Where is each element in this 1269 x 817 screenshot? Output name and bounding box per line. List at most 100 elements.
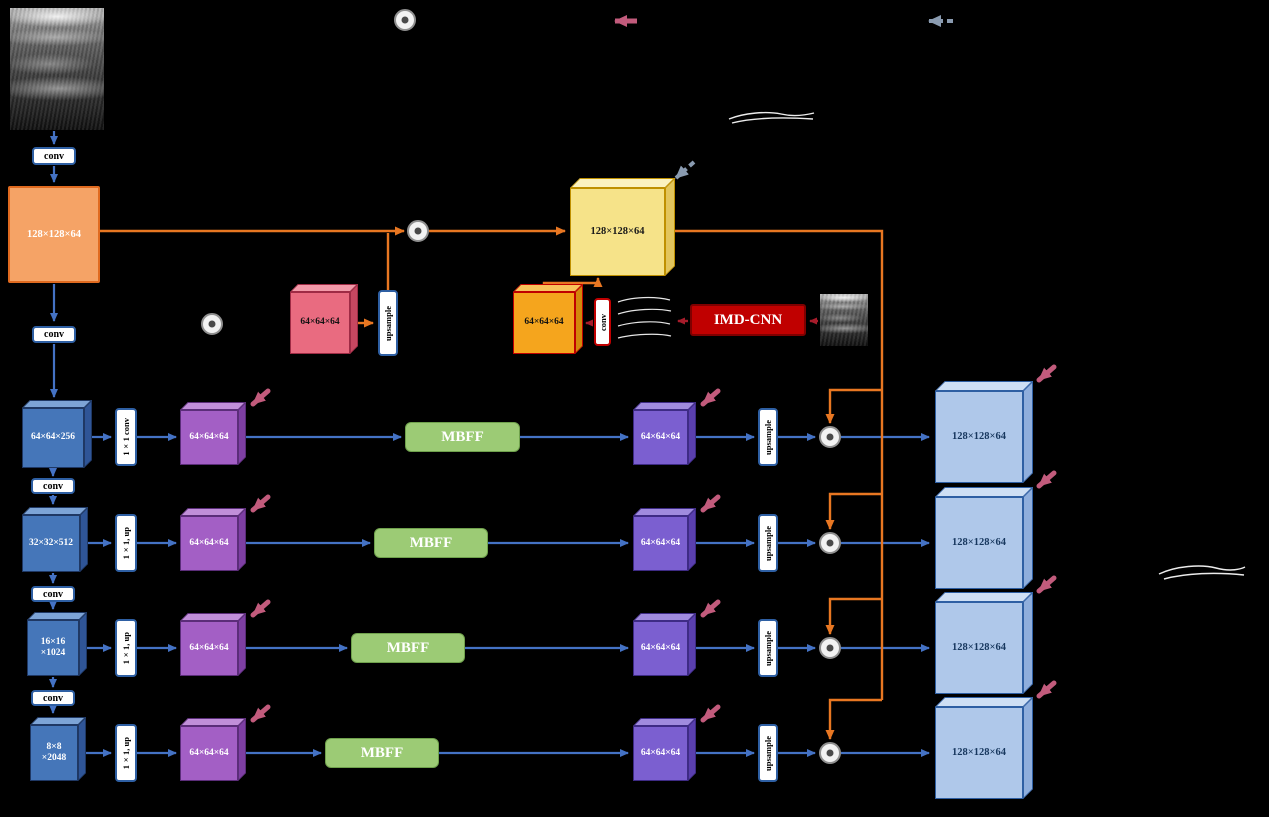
row2-feature-out-top-face <box>633 508 696 516</box>
boundary-sketch-right <box>1156 556 1248 588</box>
legend-concat-icon <box>394 9 416 31</box>
encoder-stage4-label: 8×8 ×2048 <box>30 725 78 781</box>
edge-maps-sketch-svg <box>617 296 672 339</box>
row3-upsample-box: upsample <box>758 619 778 677</box>
skip-feature-block: 64×64×64 <box>290 284 358 354</box>
row3-decoder-label: 128×128×64 <box>935 602 1023 694</box>
row2-feature-out-block: 64×64×64 <box>633 508 696 571</box>
row3-decoder-top-face <box>935 592 1033 602</box>
row4-feature-in-label: 64×64×64 <box>180 726 238 781</box>
boundary-input-ultrasound-image <box>820 294 868 346</box>
imd-cnn-label: IMD-CNN <box>713 311 783 328</box>
row1-adapter-label: 1×1 conv <box>121 418 131 456</box>
row4-concat-node <box>819 742 841 764</box>
row2-upsample-box: upsample <box>758 514 778 572</box>
row1-mbff-block: MBFF <box>405 422 520 452</box>
encoder-stage1-top-face <box>22 400 92 408</box>
encoder-stage3-top-face <box>27 612 87 620</box>
boundary-sketch-top-svg <box>728 111 815 124</box>
row3-feature-in-side-face <box>238 613 246 676</box>
row1-feature-out-label: 64×64×64 <box>633 410 688 465</box>
row2-mbff-block: MBFF <box>374 528 488 558</box>
row4-adapter-box: 1×1, up <box>115 724 137 782</box>
row3-adapter-box: 1×1, up <box>115 619 137 677</box>
skip-feature-top-face <box>290 284 358 292</box>
fused-feature-label: 128×128×64 <box>570 188 665 276</box>
row-flow-arrows <box>86 433 930 757</box>
row4-feature-in-block: 64×64×64 <box>180 718 246 781</box>
encoder-stage2-block: 32×32×512 <box>22 507 88 572</box>
row2-feature-in-label: 64×64×64 <box>180 516 238 571</box>
encoder-stage3-block: 16×16 ×1024 <box>27 612 87 676</box>
fused-feature-top-face <box>570 178 675 188</box>
encoder-stage1-side-face <box>84 400 92 468</box>
mid-concat-icon <box>201 313 223 335</box>
row4-adapter-label: 1×1, up <box>121 736 131 770</box>
encoder-stage3-side-face <box>79 612 87 676</box>
encoder-stage1-label: 64×64×256 <box>22 408 84 468</box>
row3-decoder-side-face <box>1023 592 1033 694</box>
row2-feature-out-label: 64×64×64 <box>633 516 688 571</box>
row3-feature-out-block: 64×64×64 <box>633 613 696 676</box>
row3-mbff-block: MBFF <box>351 633 465 663</box>
row4-mbff-block: MBFF <box>325 738 439 768</box>
encoder-stage2-top-face <box>22 507 88 515</box>
skip-feature-label: 64×64×64 <box>290 292 350 354</box>
row2-mbff-label: MBFF <box>409 534 453 551</box>
row4-feature-in-side-face <box>238 718 246 781</box>
row3-adapter-label: 1×1, up <box>121 631 131 665</box>
row4-feature-out-block: 64×64×64 <box>633 718 696 781</box>
row3-mbff-label: MBFF <box>386 639 430 656</box>
row1-upsample-label: upsample <box>763 419 773 455</box>
row4-decoder-top-face <box>935 697 1033 707</box>
row1-feature-out-block: 64×64×64 <box>633 402 696 465</box>
row1-adapter-box: 1×1 conv <box>115 408 137 466</box>
row1-upsample-box: upsample <box>758 408 778 466</box>
encoder-stage2-label: 32×32×512 <box>22 515 80 572</box>
encoder-conv3-box: conv <box>31 586 75 602</box>
encoder-conv1-label: conv <box>44 329 64 340</box>
fused-feature-side-face <box>665 178 675 276</box>
row4-decoder-block: 128×128×64 <box>935 697 1033 799</box>
row1-feature-in-side-face <box>238 402 246 465</box>
row1-feature-in-label: 64×64×64 <box>180 410 238 465</box>
row1-decoder-block: 128×128×64 <box>935 381 1033 483</box>
row4-decoder-label: 128×128×64 <box>935 707 1023 799</box>
row3-decoder-block: 128×128×64 <box>935 592 1033 694</box>
row3-feature-in-label: 64×64×64 <box>180 621 238 676</box>
row2-upsample-label: upsample <box>763 525 773 561</box>
edge-feature-label: 64×64×64 <box>513 292 575 354</box>
row2-decoder-side-face <box>1023 487 1033 589</box>
fused-block-dashed-arrow <box>674 160 696 180</box>
row4-feature-out-top-face <box>633 718 696 726</box>
encoder-conv2-box: conv <box>31 478 75 494</box>
encoder-stage3-label: 16×16 ×1024 <box>27 620 79 676</box>
row1-concat-node <box>819 426 841 448</box>
edge-maps-sketch <box>614 292 674 352</box>
encoder-conv4-box: conv <box>31 690 75 706</box>
row4-upsample-label: upsample <box>763 735 773 771</box>
stem-feature-label: 128×128×64 <box>27 229 81 240</box>
row2-concat-node <box>819 532 841 554</box>
row1-feature-out-top-face <box>633 402 696 410</box>
row4-mbff-label: MBFF <box>360 744 404 761</box>
row3-feature-out-top-face <box>633 613 696 621</box>
boundary-sketch-top <box>726 104 818 132</box>
row2-decoder-label: 128×128×64 <box>935 497 1023 589</box>
stem-conv-box: conv <box>32 147 76 165</box>
encoder-conv4-label: conv <box>43 692 63 704</box>
row4-feature-out-side-face <box>688 718 696 781</box>
input-ultrasound-image <box>10 8 104 130</box>
row2-feature-out-side-face <box>688 508 696 571</box>
top-upsample-label: upsample <box>383 305 393 341</box>
skip-feature-side-face <box>350 284 358 354</box>
row1-decoder-top-face <box>935 381 1033 391</box>
encoder-stage2-side-face <box>80 507 88 572</box>
row3-feature-out-side-face <box>688 613 696 676</box>
row4-feature-out-label: 64×64×64 <box>633 726 688 781</box>
row2-decoder-top-face <box>935 487 1033 497</box>
row4-feature-in-top-face <box>180 718 246 726</box>
row2-feature-in-block: 64×64×64 <box>180 508 246 571</box>
edge-feature-side-face <box>575 284 583 354</box>
